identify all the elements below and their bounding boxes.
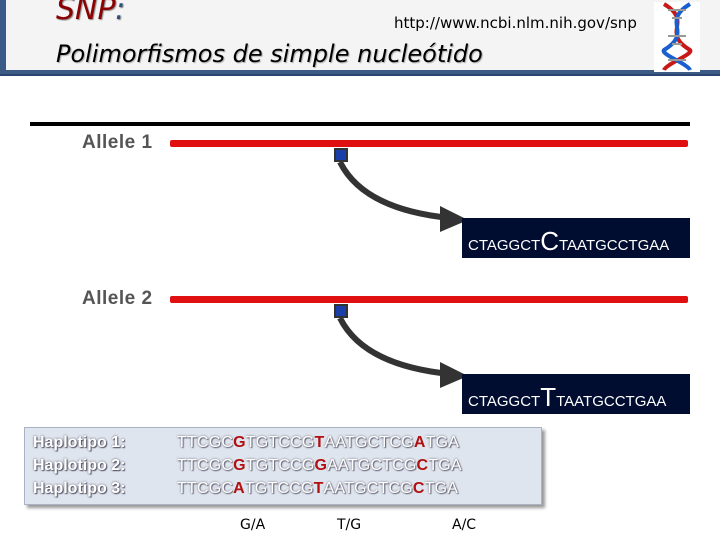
haplotype-2-label: Haplotipo 2: <box>33 457 125 475</box>
seq-suffix: TAATGCCTGAA <box>559 237 669 254</box>
title-text: SNP <box>56 0 115 27</box>
page-title: SNP: <box>56 0 125 27</box>
page-subtitle: Polimorfismos de simple nucleótido <box>56 40 483 68</box>
snp-allele-tag-1: G/A <box>240 517 265 533</box>
allele-1-snp-site <box>334 148 348 162</box>
snp-allele-tag-3: A/C <box>452 517 476 533</box>
seq-snp-base: T <box>540 382 556 412</box>
dna-helix-icon <box>654 2 700 72</box>
allele-diagram: Allele 1 CTAGGCTCTAATGCCTGAA Allele 2 CT… <box>0 110 720 430</box>
allele-1-label: Allele 1 <box>82 132 153 154</box>
snp-allele-tag-2: T/G <box>337 517 361 533</box>
allele-2-arrow-icon <box>300 318 470 390</box>
divider-line <box>30 122 690 126</box>
allele-2-label: Allele 2 <box>82 288 153 310</box>
allele-2-snp-site <box>334 304 348 318</box>
allele-1-arrow-icon <box>300 162 470 234</box>
seq-prefix: CTAGGCT <box>468 393 540 410</box>
allele-1-chromosome <box>170 140 688 147</box>
allele-1-sequence: CTAGGCTCTAATGCCTGAA <box>462 218 690 258</box>
seq-prefix: CTAGGCT <box>468 237 540 254</box>
header-bar: SNP: http://www.ncbi.nlm.nih.gov/snp Pol… <box>0 0 720 76</box>
source-url[interactable]: http://www.ncbi.nlm.nih.gov/snp <box>394 14 637 32</box>
seq-suffix: TAATGCCTGAA <box>556 393 666 410</box>
haplotype-3-label: Haplotipo 3: <box>33 480 125 498</box>
allele-2-sequence: CTAGGCTTTAATGCCTGAA <box>462 374 690 414</box>
header-panel: SNP: http://www.ncbi.nlm.nih.gov/snp Pol… <box>6 0 720 70</box>
haplotype-3-sequence: TTCGCATGTCCGTAATGCTCGCTGA <box>177 480 458 498</box>
title-colon: : <box>115 0 125 27</box>
allele-2-chromosome <box>170 296 688 303</box>
haplotype-2-sequence: TTCGCGTGTCCGGAATGCTCGCTGA <box>177 457 462 475</box>
haplotype-1-label: Haplotipo 1: <box>33 434 125 452</box>
haplotype-table: Haplotipo 1: TTCGCGTGTCCGTAATGCTCGATGA H… <box>24 427 542 505</box>
seq-snp-base: C <box>540 226 559 256</box>
haplotype-1-sequence: TTCGCGTGTCCGTAATGCTCGATGA <box>177 434 459 452</box>
